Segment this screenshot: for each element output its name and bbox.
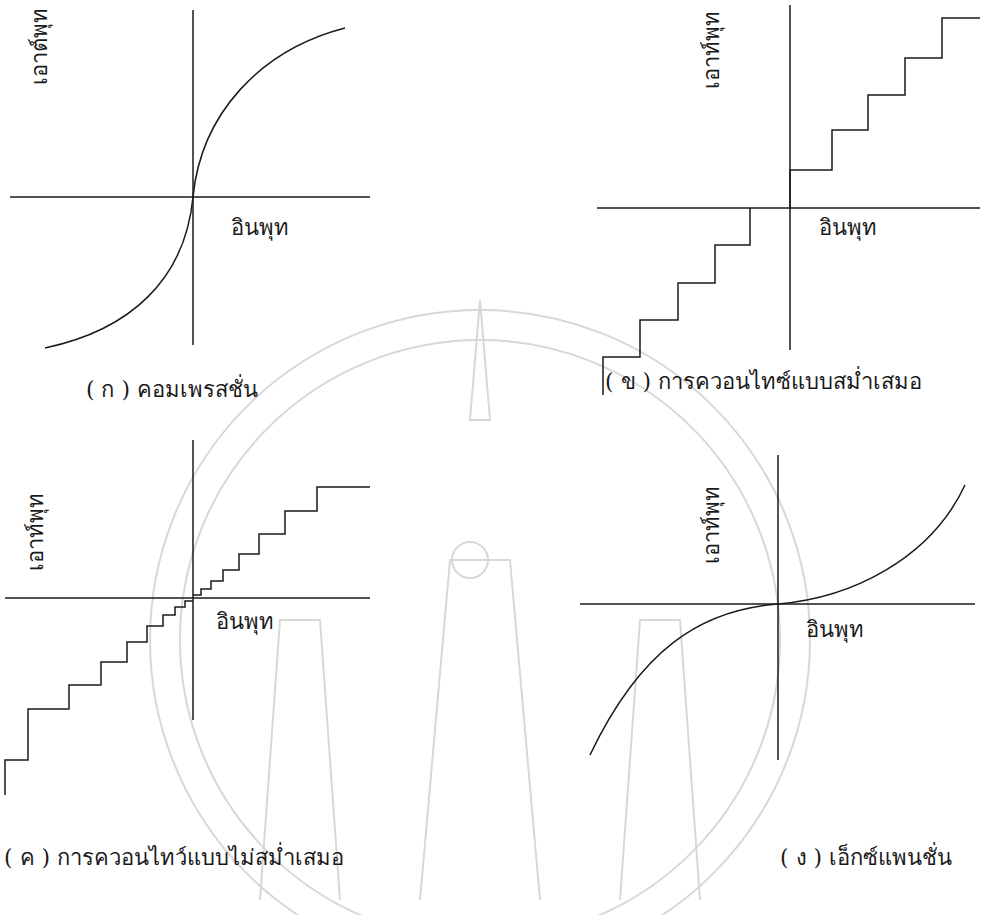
uniform-staircase	[790, 18, 980, 208]
x-axis-label: อินพุท	[819, 215, 877, 241]
nonuniform-staircase	[5, 601, 193, 795]
panel-caption: ( ข ) การควอนไทซ์แบบสม่ำเสมอ	[605, 369, 922, 395]
uniform-staircase	[603, 208, 750, 395]
y-axis-label: เอาท์พุท	[699, 11, 725, 89]
x-axis-label: อินพุท	[231, 215, 289, 241]
x-axis-label: อินพุท	[216, 609, 274, 635]
y-axis	[192, 440, 194, 720]
nonuniform-staircase	[193, 487, 370, 595]
panel-caption: ( ค ) การควอนไทว์แบบไม่สม่ำเสมอ	[4, 845, 344, 871]
y-axis	[777, 455, 779, 760]
compression-curve	[45, 28, 345, 348]
y-axis-label: เอาท์พุท	[23, 493, 49, 571]
expansion-curve	[590, 485, 965, 755]
panel-caption: ( ก ) คอมเพรสชั่น	[86, 377, 258, 403]
y-axis	[192, 10, 194, 345]
panel-caption: ( ง ) เอ็กซ์แพนชั่น	[780, 845, 952, 871]
x-axis	[10, 196, 370, 198]
y-axis-label: เอาต์พุท	[27, 7, 53, 84]
x-axis	[5, 597, 370, 599]
x-axis-label: อินพุท	[806, 617, 864, 643]
x-axis	[597, 207, 980, 209]
y-axis-label: เอาท์พุท	[699, 486, 725, 564]
